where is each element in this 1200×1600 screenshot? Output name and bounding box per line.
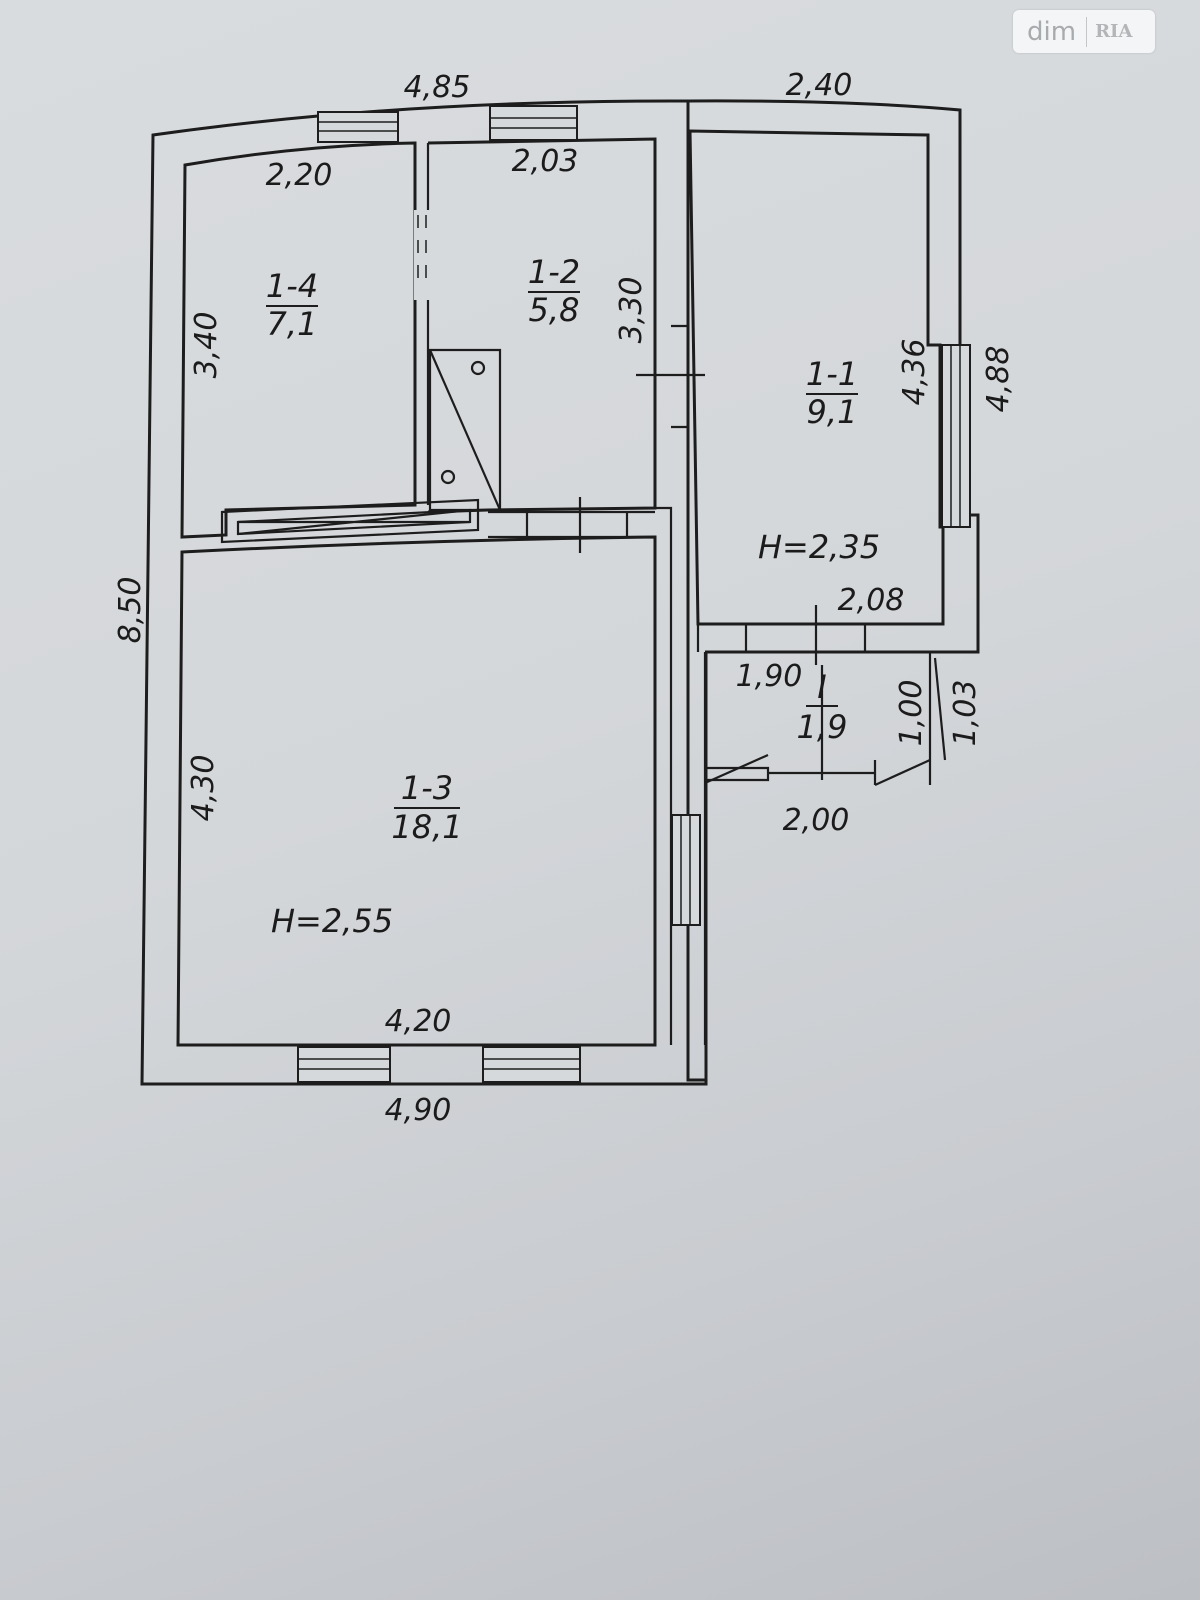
room-1-1-ceiling-height: H=2,35 [758, 528, 880, 566]
room-labels: 1-4 7,1 1-2 5,8 1-1 9,1 1-3 18,1 I 1,9 H… [266, 253, 880, 940]
watermark-separator [1086, 16, 1088, 47]
dim-left-outer: 8,50 [113, 577, 148, 644]
room-1-4-id: 1-4 [266, 267, 318, 305]
dim-room-1-2-height: 3,30 [614, 277, 649, 344]
watermark-partner-logo: RIA [1095, 21, 1133, 42]
window-top-1-2 [489, 105, 578, 141]
vestibule-area: 1,9 [797, 708, 848, 746]
stove [220, 348, 502, 544]
room-1-1-outline [688, 129, 945, 626]
room-1-4-outline [180, 141, 417, 539]
window-right-1-1 [941, 344, 971, 528]
dim-top-right-outer: 2,40 [786, 68, 853, 103]
dim-room-1-1-width: 2,08 [838, 583, 905, 618]
window-top-1-4 [317, 111, 399, 143]
dimension-labels: 4,85 2,40 2,20 2,03 3,40 3,30 4,36 4,88 … [113, 68, 1016, 1128]
room-1-1-id: 1-1 [806, 355, 858, 393]
window-east-1-3 [671, 814, 701, 926]
wall-segments [488, 324, 867, 665]
watermark-brand: dim [1027, 16, 1077, 47]
dim-bottom-outer: 4,90 [385, 1093, 452, 1128]
dim-room-1-4-height: 3,40 [189, 312, 224, 379]
window-bottom-right [482, 1046, 581, 1083]
dim-vestibule-width: 1,90 [736, 659, 803, 694]
dim-top-left-outer: 4,85 [404, 70, 471, 105]
dim-room-1-4-width: 2,20 [266, 158, 333, 193]
dim-room-1-1-height: 4,36 [897, 339, 932, 406]
outer-wall-left-block [140, 99, 708, 1086]
dim-vestibule-height-b: 1,03 [948, 680, 983, 747]
dim-room-1-3-width: 4,20 [385, 1004, 452, 1039]
vestibule-id: I [817, 668, 826, 706]
room-1-3-area: 18,1 [391, 808, 462, 846]
room-1-1-area: 9,1 [807, 393, 858, 431]
dim-ria-watermark: dim RIA [1013, 10, 1155, 53]
room-1-4-area: 7,1 [267, 305, 318, 343]
vestibule [703, 652, 947, 1045]
room-1-2-area: 5,8 [529, 291, 580, 329]
dim-vestibule-outer: 2,00 [783, 803, 850, 838]
room-1-3-ceiling-height: H=2,55 [271, 902, 393, 940]
partition-1-4-1-2 [413, 143, 430, 505]
dim-room-1-2-width: 2,03 [512, 144, 579, 179]
outer-wall-right-block [687, 99, 980, 654]
dim-right-outer: 4,88 [981, 346, 1016, 413]
wall-1-3-east [655, 506, 673, 1045]
door-1-4-to-1-2 [414, 210, 430, 300]
dim-room-1-3-height: 4,30 [186, 755, 221, 822]
windows [297, 105, 971, 1083]
room-1-2-id: 1-2 [528, 253, 580, 291]
room-1-3-id: 1-3 [401, 769, 453, 807]
window-bottom-left [297, 1046, 391, 1083]
dim-vestibule-height-a: 1,00 [894, 680, 929, 747]
